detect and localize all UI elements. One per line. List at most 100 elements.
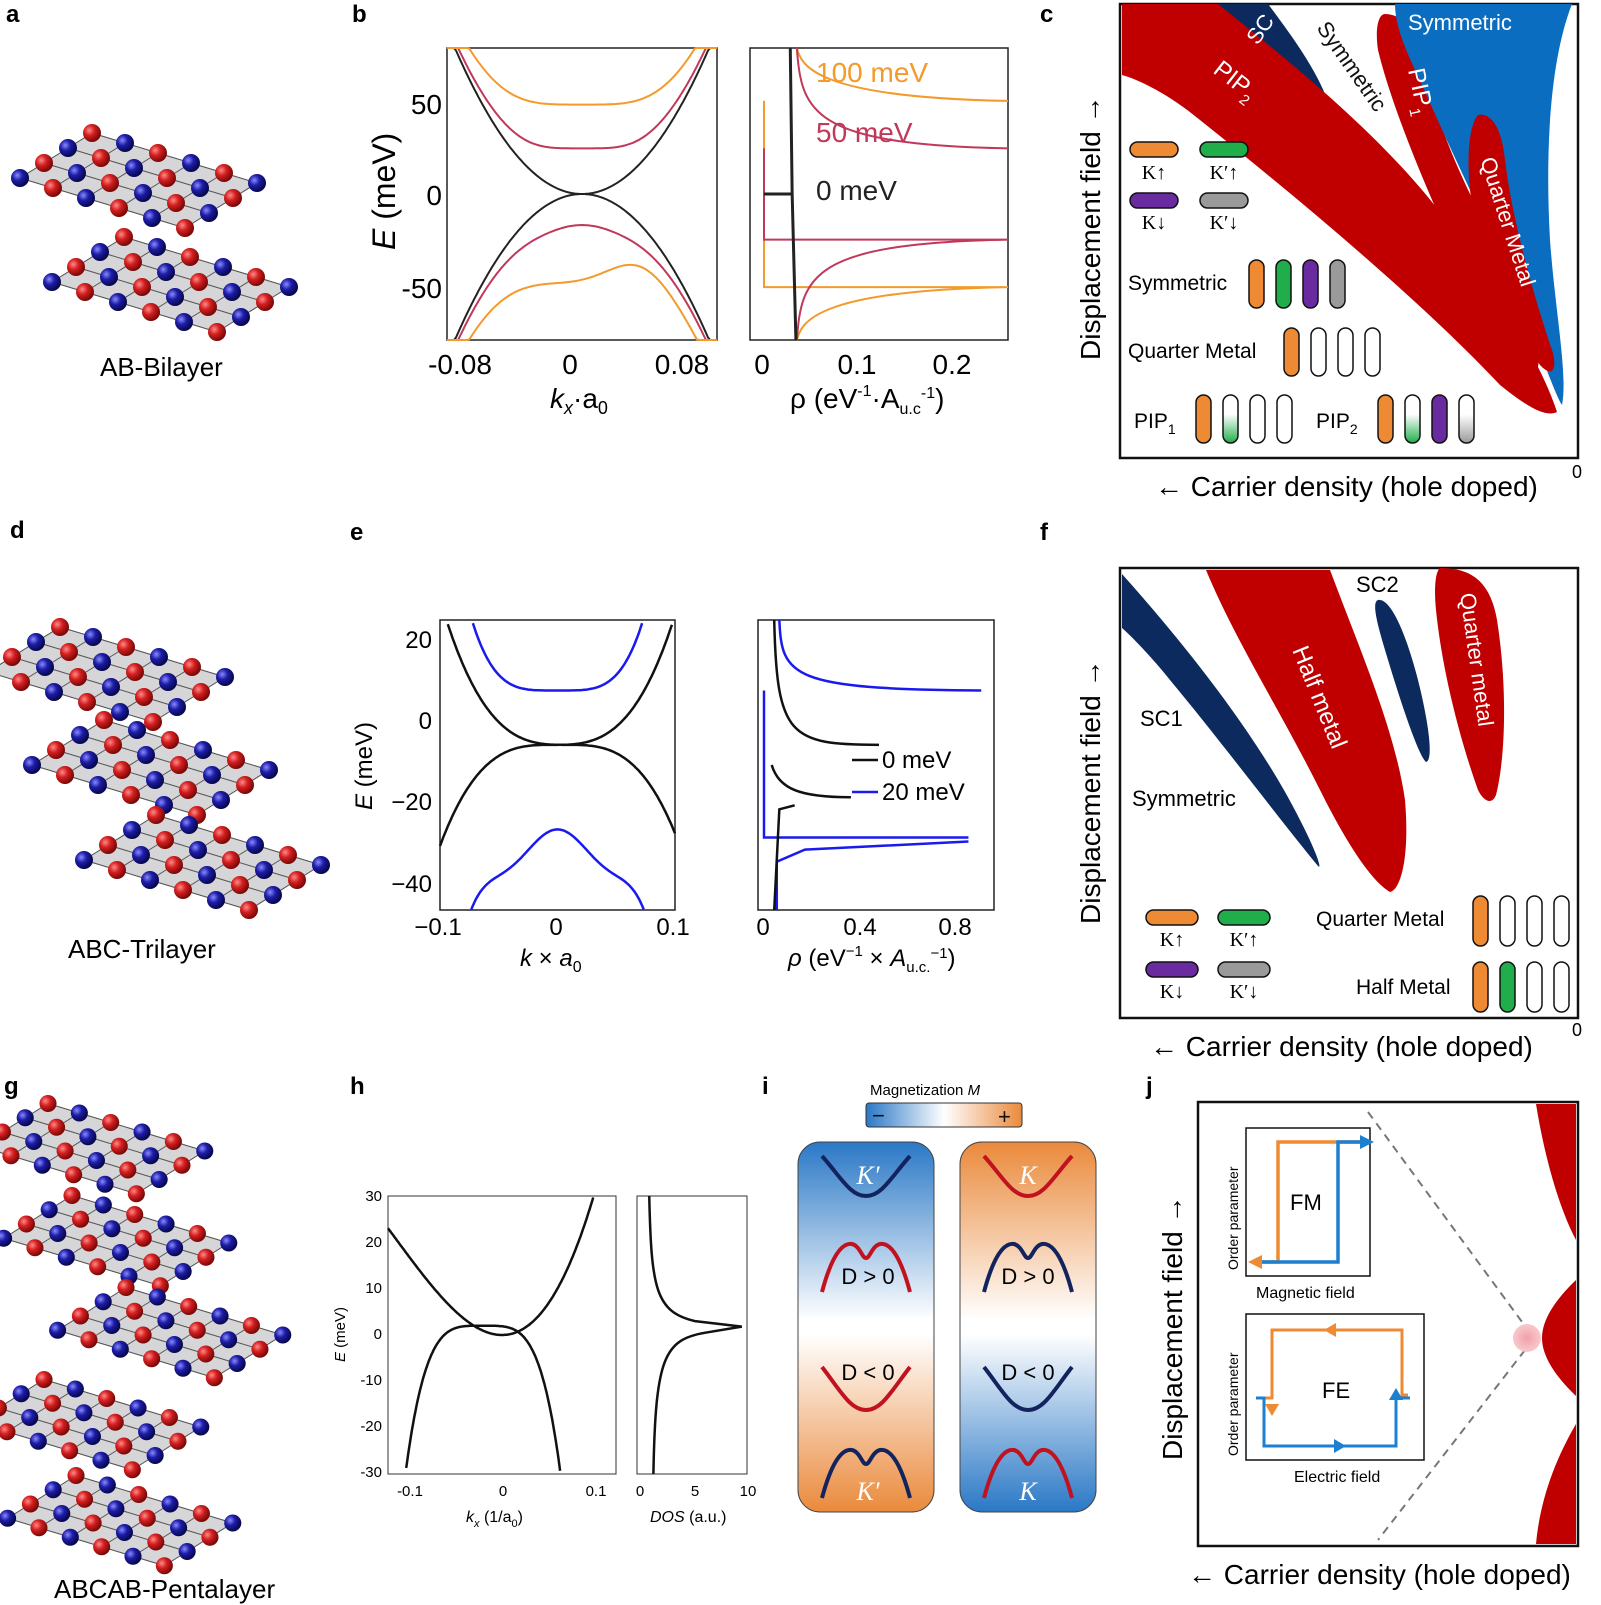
carbon-atom-red — [21, 1495, 39, 1513]
carbon-atom-red — [101, 174, 119, 192]
carbon-atom-blue — [123, 821, 141, 839]
i-right-band-2 — [982, 1241, 1074, 1293]
carbon-atom-red — [158, 169, 176, 187]
carbon-atom-blue — [159, 673, 177, 691]
carbon-atom-red — [3, 648, 21, 666]
h-ytick-neg20: -20 — [360, 1418, 382, 1435]
carbon-atom-blue — [165, 1335, 183, 1354]
carbon-atom-blue — [0, 1509, 17, 1527]
panel-e-left-frame — [439, 619, 676, 911]
j-fe-arrow-down — [1265, 1404, 1279, 1416]
carbon-atom-blue — [212, 791, 230, 809]
carbon-atom-blue — [11, 169, 29, 187]
panel-letter-c: c — [1040, 1, 1053, 28]
carbon-atom-red — [174, 881, 192, 899]
b-band-50mev-val — [447, 223, 717, 341]
pill-sym-2 — [1275, 259, 1292, 309]
j-fm-inset — [1245, 1127, 1371, 1277]
carbon-atom-blue — [146, 771, 164, 789]
structure-labels: AB-Bilayer ABC-Trilayer ABCAB-Pentalayer — [54, 352, 275, 1604]
i-right-valley-bottom: K — [1018, 1477, 1038, 1506]
carbon-atom-blue — [70, 1104, 88, 1122]
carbon-atom-red — [190, 273, 208, 291]
h-ytick-10: 10 — [365, 1280, 382, 1297]
row-pip2: PIP2 — [1316, 410, 1358, 437]
carbon-atom-red — [104, 736, 122, 754]
label-sc1: SC1 — [1140, 706, 1183, 731]
j-red-region-mid — [1542, 1280, 1576, 1396]
carbon-atom-blue — [146, 1446, 164, 1465]
carbon-atom-blue — [80, 751, 98, 769]
f-xlabel: ← Carrier density (hole doped) — [1150, 1031, 1533, 1062]
e-xtick-right-0: 0 — [756, 914, 769, 941]
carbon-atom-blue — [223, 283, 241, 301]
c-xlabel: ← Carrier density (hole doped) — [1155, 471, 1538, 502]
carbon-atom-red — [80, 1234, 98, 1252]
legend-k-up: K↑ — [1142, 162, 1166, 184]
carbon-atom-blue — [111, 703, 129, 721]
i-right-column — [959, 1141, 1097, 1513]
pill-sym-4 — [1329, 259, 1346, 309]
pill-pip2-2 — [1404, 394, 1421, 444]
carbon-atom-blue — [83, 1427, 101, 1446]
carbon-atom-red — [188, 1224, 206, 1243]
carbon-atom-blue — [220, 1234, 238, 1252]
carbon-atom-red — [279, 846, 297, 864]
b-xtick-right-0: 0 — [754, 349, 770, 380]
panel-letter-i: i — [762, 1073, 769, 1100]
b-xtick-right-1: 0.1 — [838, 349, 877, 380]
e-ytick-20: 20 — [405, 627, 432, 654]
b-xtick-left-1: 0 — [562, 349, 578, 380]
i-left-d-pos: D > 0 — [841, 1264, 894, 1289]
panel-e: 20 0 −20 −40 E (meV) −0.1 0 0.1 0 0.4 0.… — [351, 619, 995, 976]
carbon-atom-red — [138, 1509, 156, 1527]
carbon-atom-red — [188, 1321, 206, 1339]
h-ytick-20: 20 — [365, 1234, 382, 1251]
i-colorbar — [865, 1102, 1023, 1128]
e-ytick-0: 0 — [419, 708, 432, 735]
pill-sym-3 — [1302, 259, 1319, 309]
panel-h-curves — [386, 1195, 743, 1475]
carbon-atom-blue — [200, 204, 218, 222]
carbon-atom-blue — [157, 263, 175, 281]
carbon-atom-blue — [98, 1476, 116, 1494]
h-ytick-neg10: -10 — [360, 1372, 382, 1389]
b-series-100mev: 100 meV — [816, 57, 928, 88]
carbon-atom-red — [115, 1437, 133, 1455]
carbon-atom-blue — [143, 209, 161, 227]
carbon-atom-red — [160, 1408, 178, 1427]
carbon-atom-blue — [148, 238, 166, 256]
carbon-atom-red — [130, 1485, 148, 1504]
carbon-atom-red — [173, 1156, 191, 1174]
j-fe-label: FE — [1322, 1378, 1350, 1403]
carbon-atom-red — [143, 1350, 161, 1368]
j-xlabel: ← Carrier density (hole doped) — [1188, 1559, 1571, 1590]
panel-e-right-frame — [757, 619, 995, 911]
h-ytick-30: 30 — [365, 1188, 382, 1205]
row-quarter-metal-c: Quarter Metal — [1128, 340, 1256, 363]
carbon-atom-blue — [157, 1215, 175, 1233]
carbon-atom-blue — [79, 1128, 97, 1146]
i-right-band-4 — [982, 1447, 1074, 1499]
carbon-atom-blue — [214, 258, 232, 276]
carbon-atom-red — [133, 278, 151, 296]
carbon-atom-red — [61, 1442, 79, 1460]
carbon-atom-red — [127, 1185, 145, 1203]
carbon-atom-red — [224, 189, 242, 207]
carbon-atom-blue — [103, 1316, 121, 1335]
e-dos-0mev — [770, 619, 880, 911]
e-xlabel-left: k × a0 — [520, 945, 582, 976]
carbon-atom-red — [76, 283, 94, 301]
carbon-atom-blue — [27, 633, 45, 651]
carbon-atom-blue — [84, 628, 102, 646]
pill-kp-down — [1199, 192, 1249, 209]
carbon-atom-red — [165, 856, 183, 874]
carbon-atom-red — [197, 1345, 215, 1363]
panel-letter-j: j — [1145, 1073, 1153, 1100]
carbon-atom-blue — [264, 886, 282, 904]
panel-e-dos-curves — [762, 619, 982, 911]
carbon-atom-red — [76, 1490, 94, 1508]
carbon-atom-blue — [59, 139, 77, 157]
carbon-atom-blue — [132, 846, 150, 864]
panel-b-dos-curves — [763, 47, 1009, 341]
